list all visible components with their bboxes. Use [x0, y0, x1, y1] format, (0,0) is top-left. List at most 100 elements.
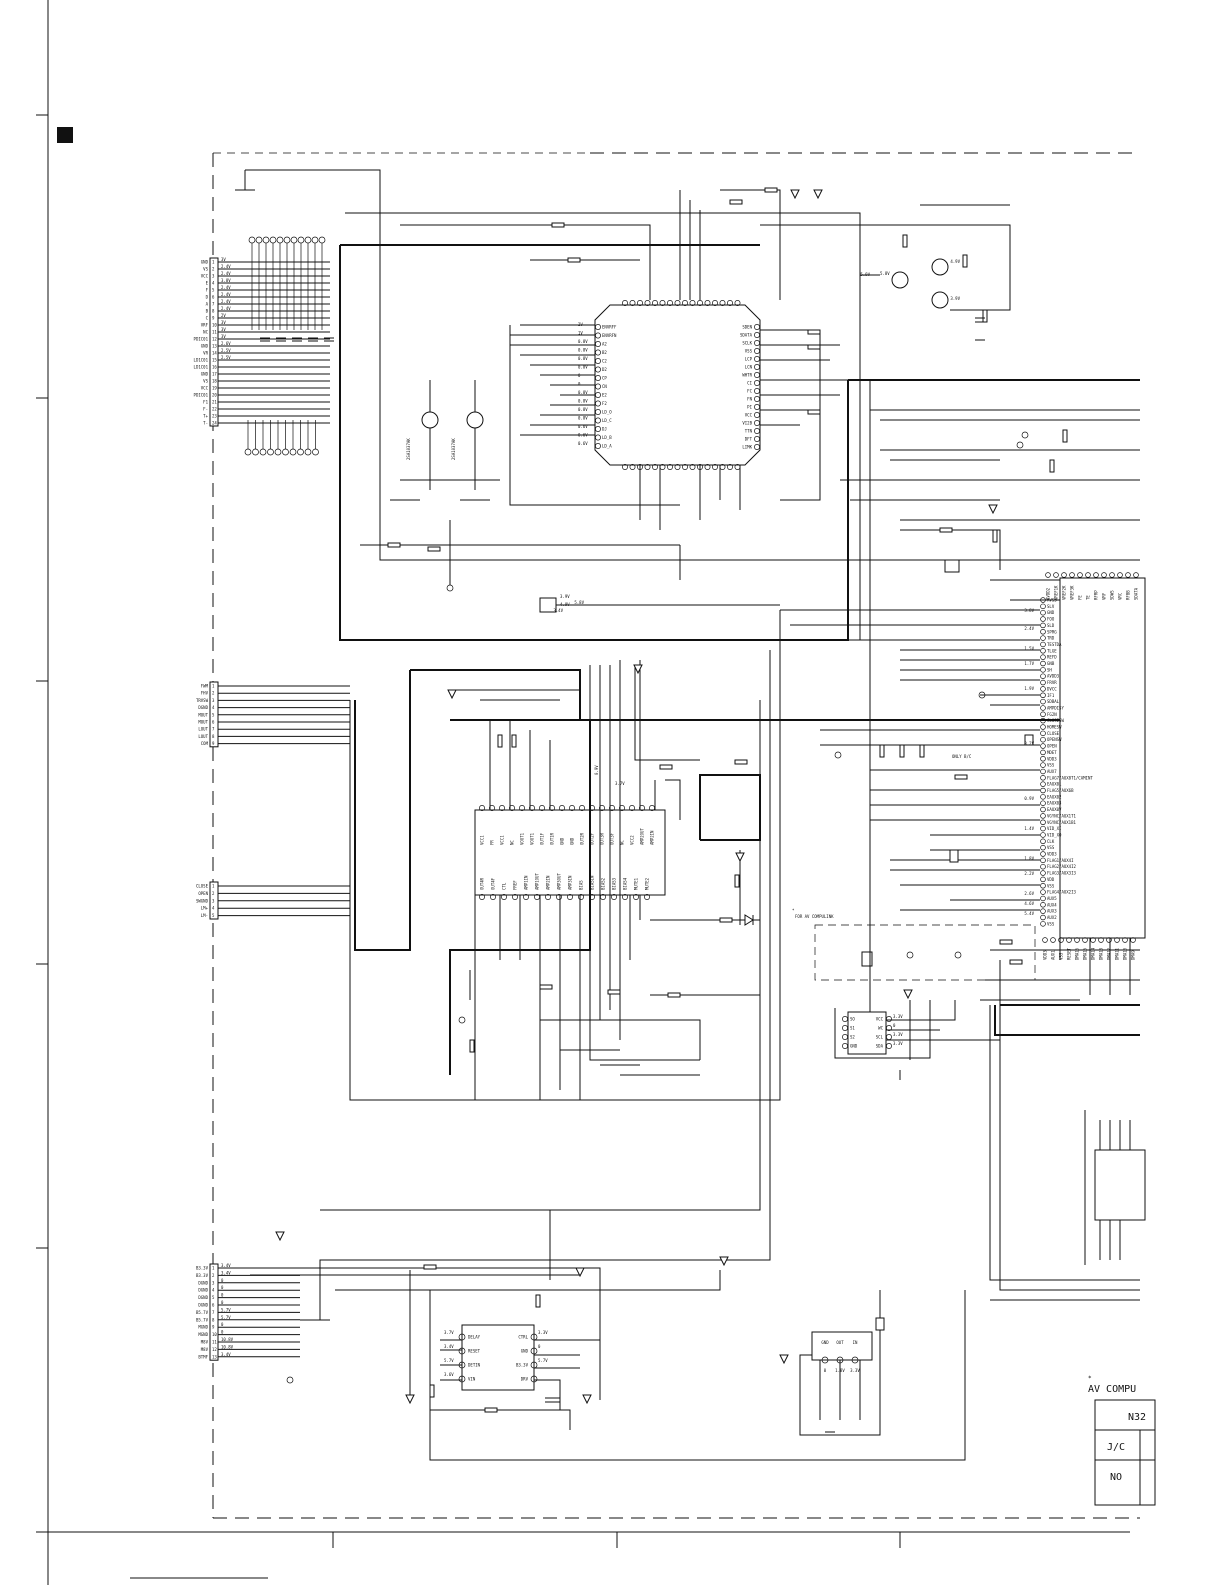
pickup-terminal [282, 448, 289, 456]
test-point-icon [582, 1394, 592, 1405]
dsp-pin-label: EAUX0V [1047, 807, 1062, 812]
driver-wiring: 0.9V 3.7V [349, 610, 1140, 1101]
rf-left-voltage: 0.8V [578, 339, 588, 344]
pickup-connector-pin-voltage: 2.5V [221, 355, 231, 360]
dsp-pin-label: VSS [1047, 763, 1055, 768]
driver-bottom-pin [490, 894, 496, 900]
dsp-pin [1040, 717, 1046, 724]
eeprom-right-pin-label: SDA [876, 1044, 884, 1049]
rf-right-pin [754, 380, 760, 386]
dsp-bottom-pin-label: AUX1 [1051, 950, 1056, 960]
power-connector-pin-label: B5.7V [196, 1317, 209, 1322]
dsp-pin-label: EAUX01 [1047, 782, 1062, 787]
pickup-connector-pin-number: 14 [212, 351, 217, 356]
dsp-pin [1040, 870, 1046, 876]
motor-connector-pin-label: LOUT [198, 727, 208, 732]
driver-top-pin [609, 805, 615, 811]
rf-top-pin [719, 300, 726, 306]
power-connector-pin-label: BTMF [198, 1354, 208, 1359]
dsp-top-pin-label: RFBB [1126, 590, 1131, 600]
reset-left-pin-label: DETIN [468, 1363, 481, 1368]
rf-amplifier-ic: ENVRFF2VENVRFN1VA20.8VB20.8VC20.8VD20.8V… [578, 300, 761, 470]
dsp-pin-label: AUX4 [1047, 902, 1057, 907]
pickup-connector-pin-number: 5 [212, 288, 215, 293]
rf-top-pin [727, 300, 733, 306]
pickup-connector-pin-voltage: 2.6V [221, 341, 231, 346]
driver-top-pin-label: GND [570, 837, 575, 845]
dsp-pin-label: IF1 [1047, 693, 1055, 698]
dsp-top-pin [1085, 572, 1091, 578]
reset-voltage: 5.7V [538, 1358, 548, 1363]
motor-connector-pin-number: 8 [212, 734, 215, 739]
rf-left-pin-label: A2 [602, 342, 607, 347]
rf-right-pin [754, 364, 760, 370]
driver-bottom-pin-label: BIAS2 [601, 877, 606, 890]
dsp-pin [1040, 914, 1046, 921]
node-voltage: 1.7V [1024, 661, 1034, 666]
rf-top-pin [667, 300, 673, 306]
pickup-connector-pin-label: GND [201, 372, 209, 377]
dsp-pin [1040, 775, 1046, 781]
dsp-pin [1040, 895, 1046, 902]
dsp-pin [1040, 628, 1046, 635]
node-voltage: 2.6V [1024, 891, 1034, 896]
dsp-top-pin-label: AVDD2 [1046, 587, 1051, 600]
rf-top-pin [622, 300, 628, 306]
driver-top-pin-label: VCC1 [480, 835, 485, 845]
dsp-bottom-pin [1098, 937, 1104, 943]
rf-left-pin [595, 332, 601, 339]
rf-left-pin [595, 366, 601, 373]
reset-right-pin [530, 1375, 538, 1383]
dsp-pin [1040, 667, 1046, 673]
power-connector-pin-number: 2 [212, 1273, 215, 1278]
rf-bottom-pin [644, 464, 651, 470]
rf-bottom-pin [667, 464, 673, 470]
pickup-terminal [318, 236, 326, 244]
dsp-pin-label: AMPDISY [1047, 705, 1064, 710]
driver-bottom-pin [556, 894, 562, 900]
driver-top-pin [509, 805, 515, 811]
rf-left-pin [595, 383, 601, 390]
dsp-pin [1040, 902, 1046, 908]
dsp-pin [1040, 755, 1046, 762]
rf-right-pin-label: FN [747, 397, 752, 402]
motor-connector-pin-number: 9 [212, 741, 215, 746]
pickup-terminal [297, 448, 304, 456]
driver-bottom-pin [578, 894, 584, 900]
dsp-pin-label: FLAG4/AUX2I3 [1047, 890, 1076, 895]
pickup-connector-pin-number: 24 [212, 421, 217, 426]
tray-connector-pin-number: 1 [212, 884, 215, 889]
pickup-terminal [311, 236, 319, 244]
eeprom-left-pin [842, 1043, 848, 1049]
node-voltage: 3.4V [553, 608, 563, 613]
dsp-pin [1040, 838, 1046, 845]
dsp-pin [1040, 762, 1046, 768]
rf-left-voltage: 0.8V [578, 390, 588, 395]
driver-bottom-pin [545, 894, 551, 900]
dsp-pin [1040, 889, 1046, 895]
pickup-connector-pin-voltage: 2.4V [221, 264, 231, 269]
node-voltage: 3.8V [1024, 608, 1034, 613]
rf-right-pin-label: SDEN [742, 325, 752, 330]
regulator-pin-label: GND [821, 1340, 829, 1345]
pickup-terminal [290, 236, 298, 244]
memory-ic-partial [989, 1005, 1146, 1281]
regulator-pin [821, 1356, 829, 1364]
driver-top-pin-label: AMP2IN [650, 830, 655, 845]
power-connector-pin-number: 13 [212, 1354, 217, 1359]
rf-right-pin-label: DFT [745, 437, 753, 442]
reset-left-pin-label: RESET [468, 1349, 481, 1354]
rf-top-pin [704, 300, 711, 306]
pickup-connector-pin-number: 22 [212, 407, 217, 412]
dsp-pin [1040, 882, 1046, 889]
test-point-icon [903, 989, 913, 1000]
dsp-bottom-pin-label: DMA16 [1075, 947, 1080, 960]
driver-bottom-pin-label: BIAS4 [623, 877, 628, 890]
pickup-connector-pin-label: VCC [201, 274, 209, 279]
eeprom-right-pin [886, 1016, 892, 1022]
rf-left-voltage: 0.6V [578, 441, 588, 446]
title-heading: AV COMPU [1088, 1384, 1136, 1395]
motor-connector-pin-number: 7 [212, 727, 215, 732]
